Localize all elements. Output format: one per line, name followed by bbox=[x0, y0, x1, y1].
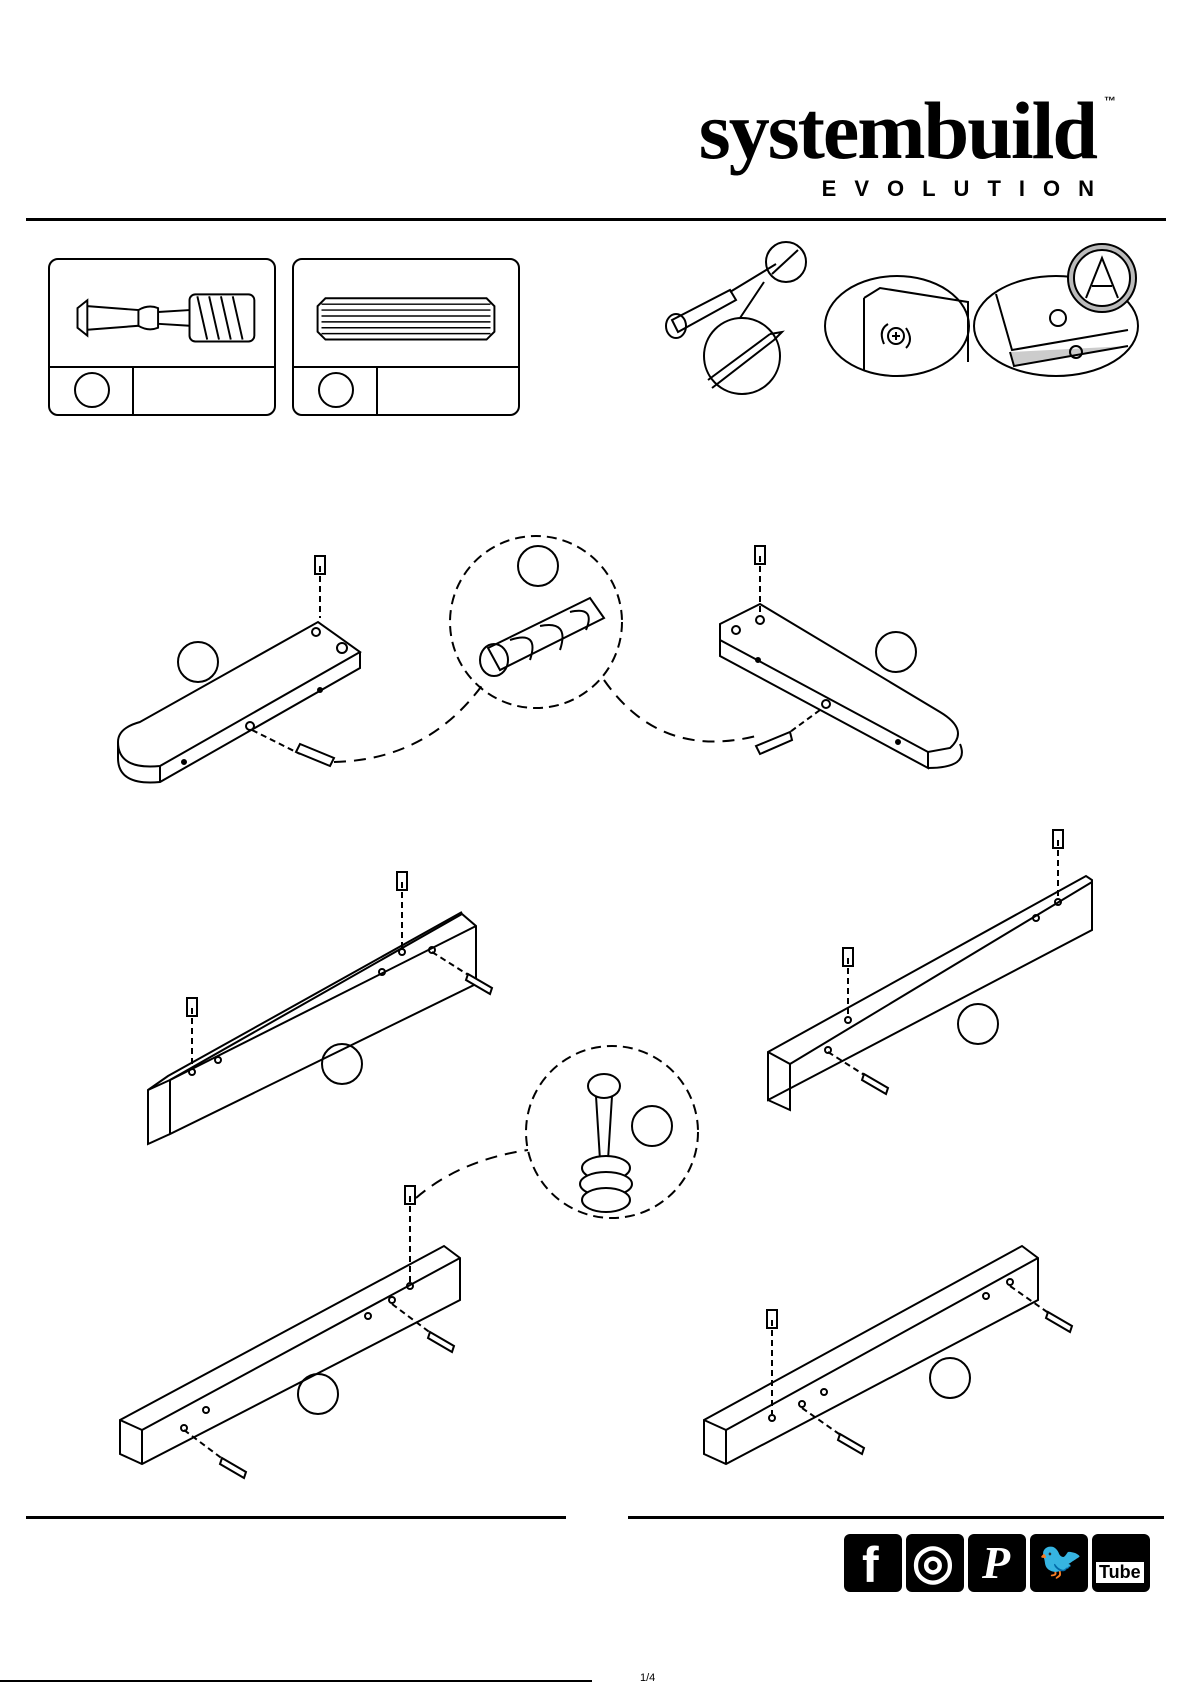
youtube-icon[interactable]: Tube bbox=[1092, 1534, 1150, 1592]
rail-left-2 bbox=[120, 1186, 460, 1478]
rail-left-1 bbox=[148, 872, 492, 1144]
pinterest-icon[interactable]: P bbox=[968, 1534, 1026, 1592]
footer-divider-right bbox=[628, 1516, 1164, 1519]
facebook-icon[interactable]: f bbox=[844, 1534, 902, 1592]
instagram-icon[interactable]: ◎ bbox=[906, 1534, 964, 1592]
bottom-edge-rule bbox=[0, 1680, 592, 1682]
twitter-icon[interactable]: 🐦 bbox=[1030, 1534, 1088, 1592]
panel-rounded-left bbox=[118, 556, 360, 783]
screwdriver-icon bbox=[666, 242, 806, 394]
rail-right-1 bbox=[768, 830, 1092, 1110]
rail-right-2 bbox=[704, 1246, 1072, 1464]
panel-rounded-right bbox=[720, 546, 962, 768]
footer-divider-left bbox=[26, 1516, 566, 1519]
screw-rotation-detail bbox=[825, 276, 969, 376]
cam-bolt-detail bbox=[416, 1046, 698, 1218]
dowel-detail bbox=[334, 536, 756, 762]
page-number: 1/4 bbox=[640, 1672, 655, 1684]
edge-marking-detail bbox=[974, 244, 1138, 376]
